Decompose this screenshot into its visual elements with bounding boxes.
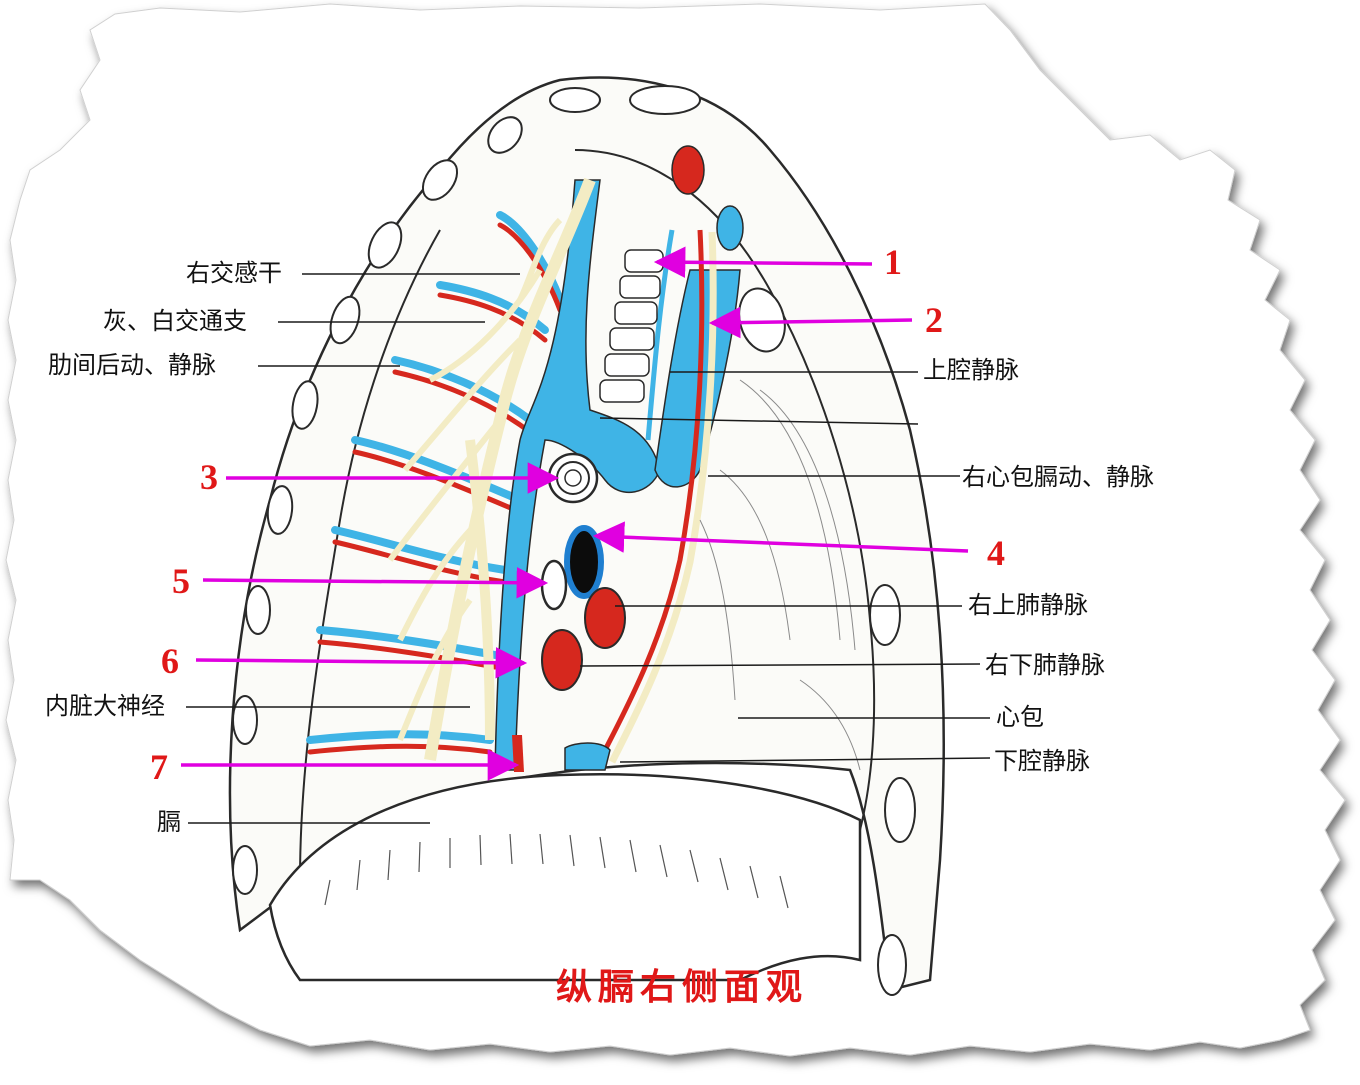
rib-sections-right — [738, 287, 916, 996]
arrow-4 — [592, 521, 969, 553]
bronchus-5 — [540, 559, 568, 611]
bronchus-3 — [547, 452, 599, 504]
label-diaphragm: 膈 — [157, 808, 181, 836]
greater-splanchnic-nerve — [465, 439, 495, 741]
number-marker-6: 6 — [161, 641, 179, 681]
number-marker-2: 2 — [925, 300, 943, 340]
label-inferior-vena-cava: 下腔静脉 — [994, 747, 1090, 775]
figure-title: 纵膈右侧面观 — [556, 966, 809, 1008]
right-superior-pulmonary-vein-shape — [584, 587, 626, 649]
diaphragm-dome — [268, 772, 862, 982]
pulmonary-artery-4 — [564, 525, 604, 599]
arrow-1 — [653, 246, 873, 279]
label-rami-communicantes: 灰、白交通支 — [103, 307, 247, 335]
inferior-vena-cava-shape — [564, 742, 611, 771]
arrow-2 — [708, 306, 913, 339]
label-right-superior-pulmonary-vein: 右上肺静脉 — [968, 591, 1088, 619]
sympathetic-trunk — [387, 177, 596, 761]
leader-lines — [186, 273, 991, 824]
rib-sections-left — [232, 85, 701, 895]
diaphragm-striations — [324, 833, 789, 909]
label-right-inferior-pulmonary-vein: 右下肺静脉 — [985, 651, 1105, 679]
pericardiacophrenic-artery — [597, 229, 705, 762]
label-greater-splanchnic-nerve: 内脏大神经 — [45, 692, 165, 720]
number-marker-3: 3 — [200, 457, 218, 497]
number-marker-5: 5 — [172, 561, 190, 601]
right-inferior-pulmonary-vein-shape — [541, 629, 583, 691]
label-pericardium: 心包 — [996, 703, 1044, 731]
label-sympathetic-trunk: 右交感干 — [186, 259, 282, 287]
vertebral-bodies — [599, 249, 664, 403]
label-superior-vena-cava: 上腔静脉 — [923, 356, 1019, 384]
arrow-5 — [202, 567, 549, 599]
label-intercostal-vessels: 肋间后动、静脉 — [48, 351, 216, 379]
number-marker-1: 1 — [884, 242, 902, 282]
number-marker-7: 7 — [150, 747, 168, 787]
arrow-6 — [195, 646, 528, 679]
apex-artery — [671, 145, 705, 195]
apex-vein — [716, 205, 744, 251]
pointer-arrows — [181, 246, 969, 781]
label-pericardiacophrenic-vessels: 右心包膈动、静脉 — [962, 463, 1154, 491]
number-marker-4: 4 — [987, 533, 1005, 573]
